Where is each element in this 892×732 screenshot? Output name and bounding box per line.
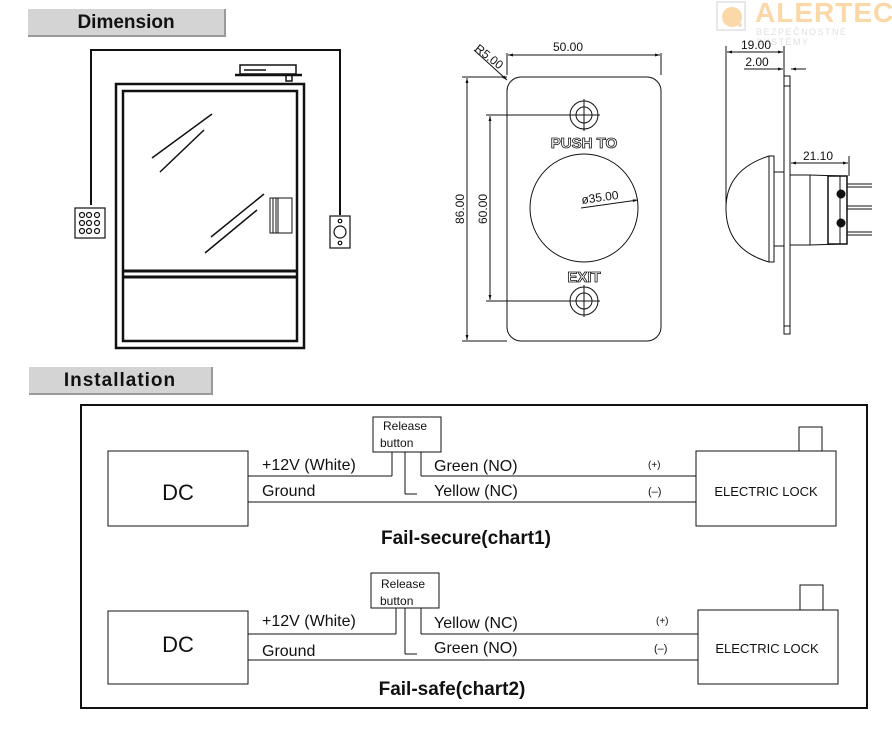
dc-power-box (107, 610, 249, 685)
rear-depth-label: 21.10 (803, 149, 833, 163)
door-illustration (74, 49, 351, 350)
plus-marker: (+) (656, 616, 669, 627)
ground-wire-label: Ground (262, 643, 315, 660)
depth-dimension-label: 19.00 (741, 38, 771, 52)
chart-caption: Fail-secure(chart1) (381, 528, 551, 549)
dc-power-box (107, 450, 249, 527)
width-dimension-label: 50.00 (553, 40, 583, 54)
electric-lock-box (695, 450, 837, 527)
minus-marker: (–) (654, 643, 667, 655)
lower-contact-label: Yellow (NC) (434, 483, 518, 500)
dimension-section-header: Dimension (28, 9, 226, 37)
logo-mark-icon (716, 1, 746, 31)
side-view-drawing (725, 46, 872, 335)
screw-hole-top-icon (568, 99, 600, 131)
minus-marker: (–) (648, 486, 661, 498)
push-button-circle (529, 153, 639, 263)
release-button-box (372, 416, 442, 453)
installation-panel (80, 404, 868, 709)
door-frame (114, 82, 306, 350)
keypad-icon (74, 207, 106, 239)
wiring-chart-fail-secure: DC Release button +12V (White) Ground Gr… (107, 416, 837, 549)
dc-label: DC (162, 632, 194, 657)
brand-logo: ALERTECH BEZPEČNOSTNÉ SYSTÉMY (716, 0, 892, 47)
release-label-line1: Release (383, 419, 427, 433)
release-label-line1: Release (381, 577, 425, 591)
logo-tagline: BEZPEČNOSTNÉ SYSTÉMY (756, 27, 848, 47)
lower-contact-label: Green (NO) (434, 640, 518, 657)
lock-strike-icon (799, 584, 824, 611)
logo-brand-name: ALERTECH (755, 0, 892, 28)
dc-label: DC (162, 480, 194, 505)
release-label-line2: button (380, 436, 413, 450)
electric-lock-label: ELECTRIC LOCK (715, 641, 819, 656)
push-to-text: PUSH TO (551, 135, 618, 152)
ground-wire-label: Ground (262, 483, 315, 500)
front-view-drawing (462, 49, 662, 342)
door-wiring (90, 49, 341, 215)
installation-section-header: Installation (29, 367, 213, 395)
screw-hole-bottom-icon (568, 285, 600, 317)
electric-lock-icon (235, 64, 302, 82)
exit-button-icon (329, 215, 351, 249)
electric-lock-box (697, 609, 839, 685)
wiring-chart-fail-safe: DC Release button +12V (White) Ground Ye… (107, 572, 839, 700)
lock-strike-icon (798, 426, 823, 452)
door-handle-icon (269, 197, 293, 234)
upper-contact-label: Green (NO) (434, 458, 518, 475)
exit-text: EXIT (567, 269, 600, 286)
plus-marker: (+) (648, 460, 661, 471)
glass-reflection (151, 113, 213, 159)
chart-caption: Fail-safe(chart2) (379, 679, 526, 700)
height-dimension-label: 86.00 (453, 194, 467, 224)
release-label-line2: button (380, 594, 413, 608)
upper-contact-label: Yellow (NC) (434, 615, 518, 632)
faceplate-outline (506, 76, 662, 342)
button-diameter-label: ø35.00 (580, 188, 619, 207)
electric-lock-label: ELECTRIC LOCK (714, 484, 818, 499)
positive-wire-label: +12V (White) (262, 457, 356, 474)
positive-wire-label: +12V (White) (262, 613, 356, 630)
door-leaf (121, 89, 299, 343)
plate-thickness-label: 2.00 (745, 55, 769, 69)
corner-radius-label: R5.00 (472, 41, 506, 72)
hole-spacing-dimension-label: 60.00 (476, 194, 490, 224)
